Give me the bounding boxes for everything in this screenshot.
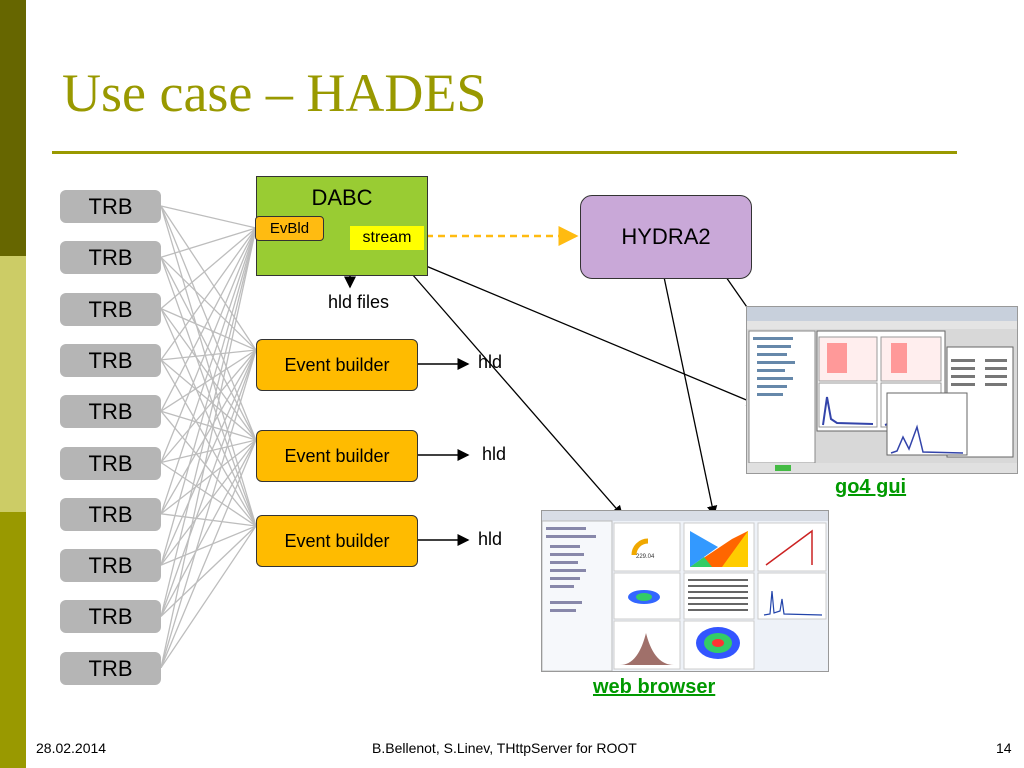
trb-box: TRB [60, 651, 161, 685]
trb-connection-line [160, 257, 257, 527]
trb-connection-line [160, 308, 257, 351]
trb-box: TRB [60, 395, 161, 429]
trb-connection-line [160, 349, 257, 412]
web-gauge-value: 229.04 [636, 554, 655, 560]
trb-connection-line [160, 439, 257, 617]
trb-connection-line [160, 359, 257, 527]
trb-connection-line [160, 349, 257, 515]
trb-connection-line [160, 513, 257, 527]
trb-box: TRB [60, 343, 161, 377]
event-builder-2: Event builder [256, 430, 418, 482]
trb-box: TRB [60, 292, 161, 326]
trb-connection-line [160, 227, 257, 258]
side-bar-top [0, 0, 26, 256]
trb-connection-line [160, 227, 257, 361]
trb-connection-line [160, 439, 257, 515]
trb-connection-line [160, 227, 257, 566]
trb-connection-line [160, 349, 257, 361]
trb-connection-line [160, 227, 257, 515]
trb-box: TRB [60, 190, 161, 223]
trb-mesh-lines [160, 205, 257, 669]
dabc-to-web-arrow [411, 273, 623, 516]
trb-connection-line [160, 349, 257, 463]
hydra2-box: HYDRA2 [580, 195, 752, 279]
trb-connection-line [160, 359, 257, 441]
dabc-title: DABC [311, 185, 373, 210]
hld-output-2: hld [482, 444, 507, 464]
trb-connection-line [160, 308, 257, 527]
footer-page-number: 14 [996, 740, 1012, 756]
trb-connection-line [160, 227, 257, 668]
trb-connection-line [160, 439, 257, 464]
hld-files-label: hld files [328, 292, 390, 312]
trb-connection-line [160, 227, 257, 310]
trb-connection-line [160, 308, 257, 441]
dabc-to-go4-arrow [425, 265, 758, 406]
go4-gui-image [747, 307, 1017, 473]
hydra-to-web-arrow [663, 276, 718, 517]
hld-output-3: hld [478, 529, 503, 549]
trb-connection-line [160, 205, 257, 527]
trb-connection-line [160, 461, 257, 527]
go4-gui-caption[interactable]: go4 gui [835, 476, 907, 498]
trb-connection-line [160, 227, 257, 412]
trb-connection-line [160, 525, 257, 617]
trb-connection-line [160, 257, 257, 441]
trb-box: TRB [60, 241, 161, 275]
trb-connection-line [160, 525, 257, 669]
footer-date: 28.02.2014 [36, 740, 107, 756]
trb-box: TRB [60, 497, 161, 531]
side-bar-bottom [0, 512, 26, 768]
trb-connection-line [160, 410, 257, 527]
footer-center-text: B.Bellenot, S.Linev, THttpServer for ROO… [372, 740, 637, 756]
slide-title: Use case – HADES [62, 63, 487, 123]
event-builder-1: Event builder [256, 339, 418, 391]
event-builder-3: Event builder [256, 515, 418, 567]
stream-label: stream [350, 226, 424, 250]
go4-gui-screenshot [746, 306, 1018, 474]
trb-connection-line [160, 349, 257, 668]
trb-connection-line [160, 439, 257, 566]
trb-box: TRB [60, 446, 161, 480]
trb-box: TRB [60, 600, 161, 634]
web-browser-caption[interactable]: web browser [593, 676, 716, 698]
trb-connection-line [160, 256, 257, 351]
trb-connection-line [160, 439, 257, 668]
title-underline [52, 151, 957, 154]
trb-connection-line [160, 205, 257, 229]
web-browser-screenshot: 229.04 [541, 510, 829, 672]
trb-box: TRB [60, 549, 161, 583]
trb-connection-line [160, 227, 257, 463]
trb-connection-line [160, 205, 257, 441]
side-bar-middle [0, 256, 26, 512]
trb-connection-line [160, 205, 257, 351]
trb-connection-line [160, 410, 257, 441]
trb-connection-line [160, 227, 257, 617]
evbld-box: EvBld [255, 216, 324, 241]
trb-connection-line [160, 349, 257, 617]
hld-output-1: hld [478, 352, 503, 372]
trb-connection-line [160, 525, 257, 566]
trb-connection-line [160, 349, 257, 566]
web-browser-image [542, 511, 828, 671]
